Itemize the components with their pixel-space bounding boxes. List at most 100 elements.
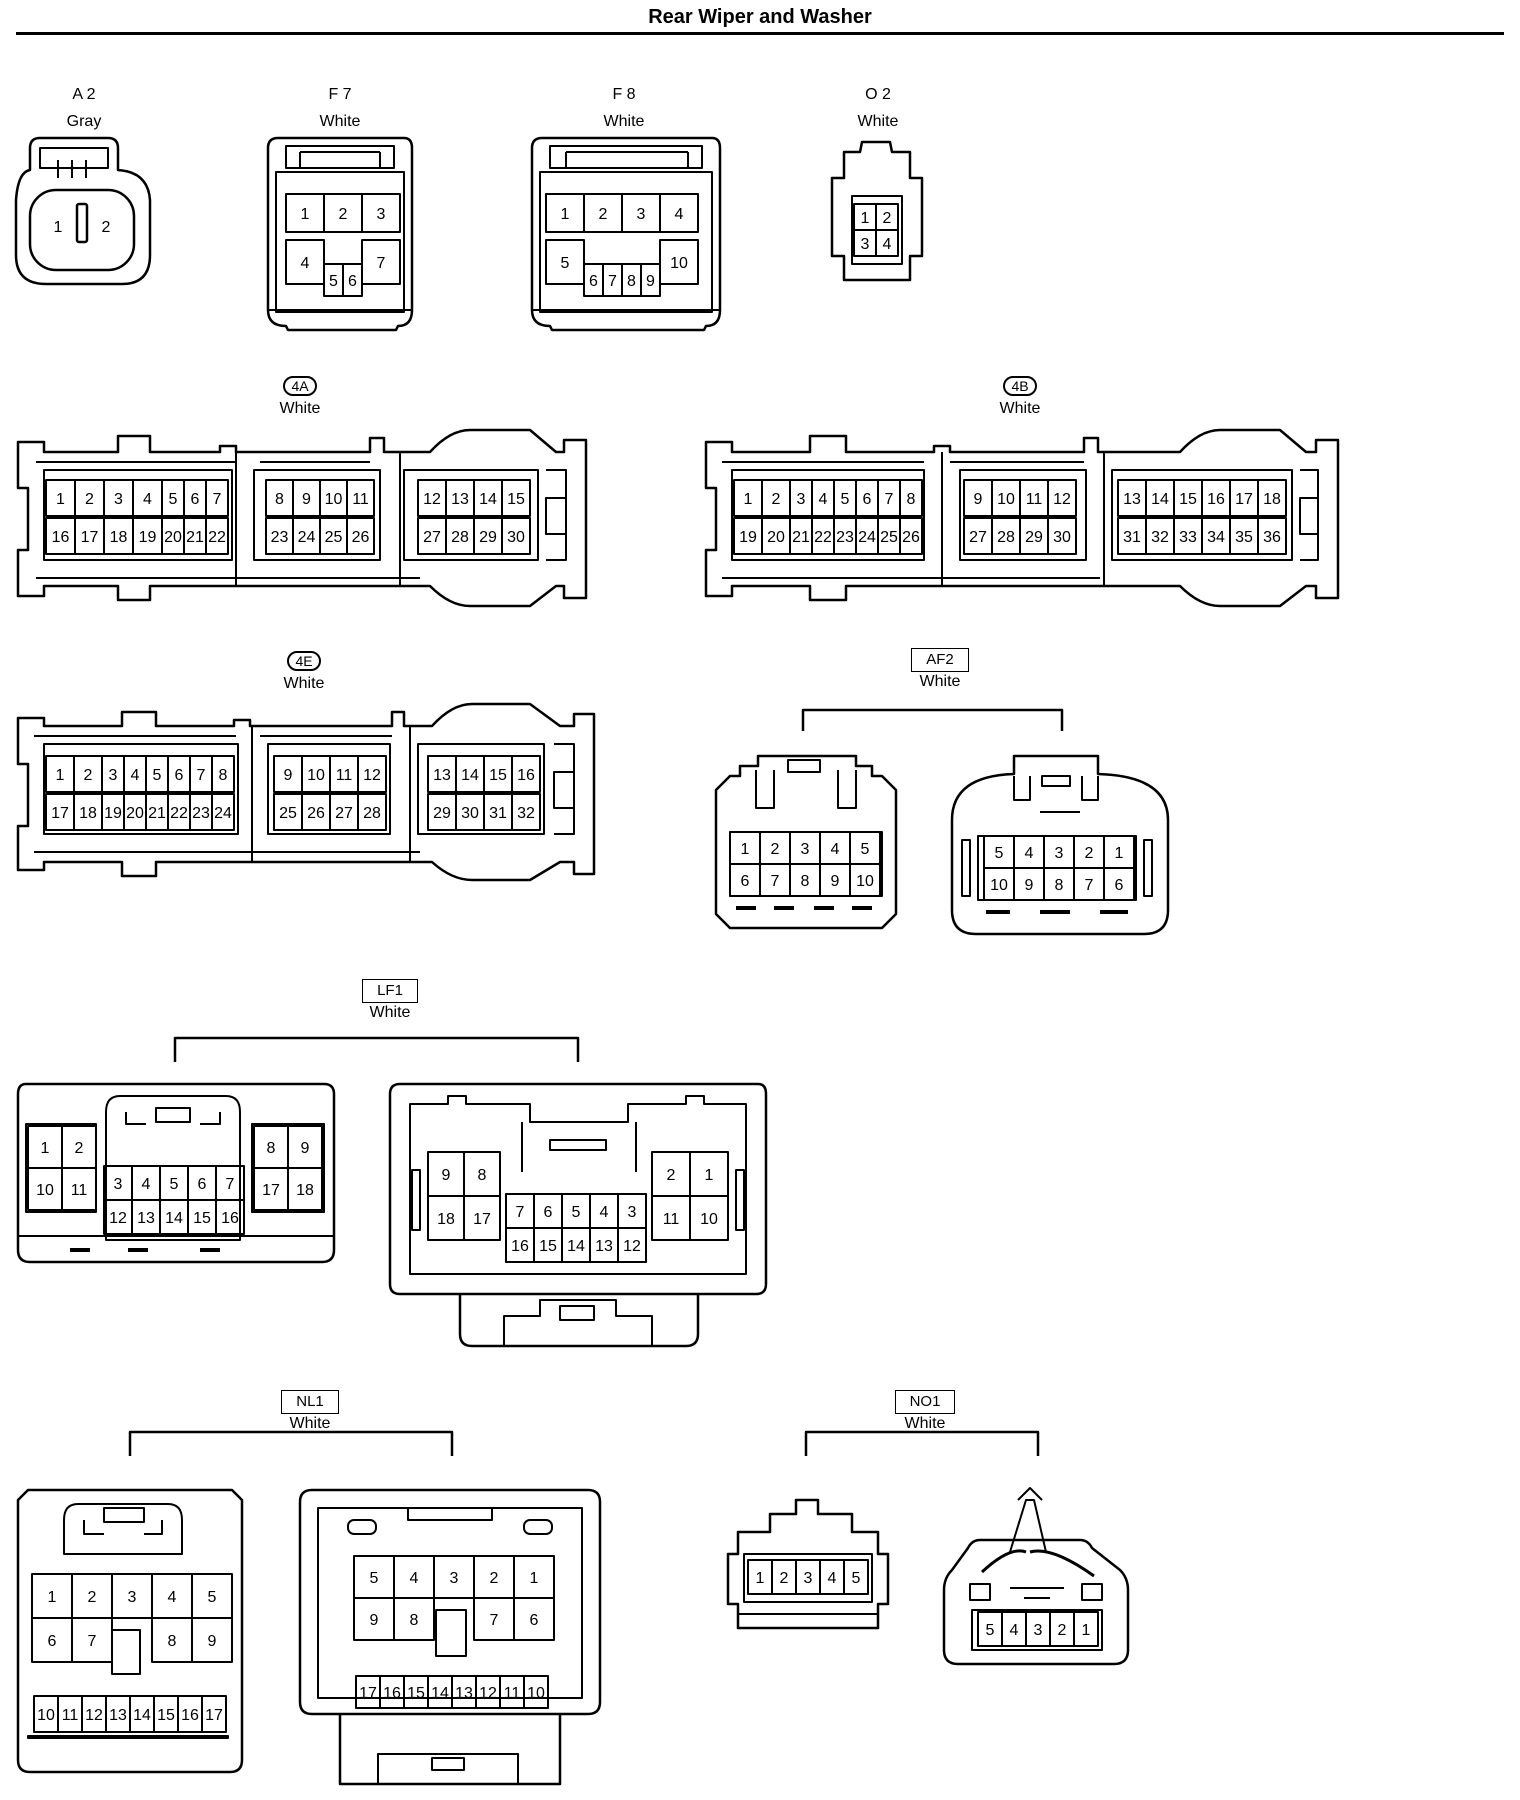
pin-number: 2 <box>772 491 781 508</box>
pin-4a: 30 <box>501 517 531 555</box>
pin-number: 29 <box>1025 529 1043 546</box>
pin-cell <box>1103 867 1135 901</box>
pin-o2: 1 <box>853 203 877 231</box>
pin-f7: 2 <box>323 193 363 233</box>
pin-number: 16 <box>1207 491 1225 508</box>
pin-number: 2 <box>75 1140 84 1157</box>
pin-number: 8 <box>801 873 810 890</box>
connector-color: White <box>289 1415 331 1432</box>
pin-number: 29 <box>479 529 497 546</box>
pin-number: 7 <box>1085 877 1094 894</box>
pin-number: 14 <box>479 491 497 508</box>
pin-nl1-left: 10 <box>33 1695 59 1733</box>
pin-number: 11 <box>62 1707 79 1724</box>
page-title: Rear Wiper and Washer <box>648 6 872 28</box>
pin-nl1-right: 17 <box>355 1675 381 1709</box>
pin-number: 5 <box>153 767 162 784</box>
pin-number: 10 <box>37 1707 55 1724</box>
pin-number: 17 <box>81 529 99 546</box>
pin-af2-right: 8 <box>1043 867 1075 901</box>
pin-no1-right: 5 <box>977 1611 1003 1647</box>
pin-number: 2 <box>85 491 94 508</box>
pin-4b: 15 <box>1173 479 1203 517</box>
pin-af2-left: 7 <box>759 863 791 897</box>
connector-label-4a: 4A White <box>250 376 350 418</box>
pin-f7: 1 <box>285 193 325 233</box>
pin-number: 4 <box>819 491 828 508</box>
pin-number: 15 <box>1179 491 1197 508</box>
pin-no1-right: 2 <box>1049 1611 1075 1647</box>
pin-number: 26 <box>902 529 920 546</box>
pin-4a: 19 <box>132 517 163 555</box>
pin-4b: 12 <box>1047 479 1077 517</box>
pin-number: 4 <box>1025 845 1034 862</box>
pin-number: 16 <box>517 767 535 784</box>
pin-number: 11 <box>336 767 353 784</box>
pin-cell <box>346 479 375 517</box>
pin-number: 3 <box>377 206 386 223</box>
pin-4e: 14 <box>455 755 485 793</box>
pin-nl1-left: 3 <box>111 1573 153 1619</box>
pin-number: 32 <box>517 805 535 822</box>
pin-nl1-left: 7 <box>71 1617 113 1663</box>
pin-lf1-right: 6 <box>533 1193 563 1229</box>
connector-id: A 2 <box>72 86 96 103</box>
pin-number: 9 <box>370 1612 379 1629</box>
pin-number: 17 <box>205 1707 223 1724</box>
pin-af2-left: 4 <box>819 831 851 865</box>
pin-4b: 33 <box>1173 517 1203 555</box>
pin-nl1-right: 13 <box>451 1675 477 1709</box>
connector-id: NL1 <box>281 1390 339 1414</box>
connector-id: 4A <box>283 376 317 396</box>
pin-number: 8 <box>410 1612 419 1629</box>
pin-number: 17 <box>359 1685 377 1702</box>
pin-4b: 8 <box>899 479 923 517</box>
pin-number: 32 <box>1151 529 1169 546</box>
pin-number: 9 <box>284 767 293 784</box>
pin-4e: 8 <box>211 755 235 793</box>
connector-id: AF2 <box>911 648 969 672</box>
pin-4e: 31 <box>483 793 513 831</box>
pin-nl1-left: 17 <box>201 1695 227 1733</box>
pin-number: 3 <box>797 491 806 508</box>
pin-cell <box>285 239 325 285</box>
pin-number: 9 <box>974 491 983 508</box>
pin-number: 35 <box>1235 529 1253 546</box>
pin-4b: 30 <box>1047 517 1077 555</box>
pin-lf1-right: 11 <box>651 1195 691 1241</box>
pin-4a: 1 <box>45 479 76 517</box>
connector-o2-body <box>830 140 924 282</box>
pin-cell <box>1047 479 1077 517</box>
pin-lf1-right: 1 <box>689 1151 729 1197</box>
pin-number: 3 <box>861 236 870 253</box>
pin-cell <box>545 239 585 285</box>
pin-4a: 21 <box>183 517 207 555</box>
pin-cell <box>211 793 235 831</box>
connector-label-a2: A 2 Gray <box>40 86 128 131</box>
pin-number: 14 <box>461 767 479 784</box>
pin-lf1-right: 2 <box>651 1151 691 1197</box>
pin-cell <box>435 1609 467 1657</box>
pin-number: 4 <box>1010 1622 1019 1639</box>
connector-lf1-bracket <box>173 1036 580 1062</box>
pin-4b: 36 <box>1257 517 1287 555</box>
pin-nl1-right: 3 <box>433 1555 475 1599</box>
pin-4b: 19 <box>733 517 763 555</box>
connector-label-af2: AF2 White <box>890 648 990 691</box>
pin-nl1-right: 14 <box>427 1675 453 1709</box>
pin-number: 8 <box>627 273 636 290</box>
pin-4b: 18 <box>1257 479 1287 517</box>
pin-number: 23 <box>192 805 210 822</box>
pin-number: 2 <box>1058 1622 1067 1639</box>
pin-4e: 2 <box>73 755 103 793</box>
pin-4a: 3 <box>103 479 134 517</box>
pin-number: 5 <box>370 1570 379 1587</box>
pin-lf1-left: 2 <box>61 1125 97 1169</box>
pin-number: 10 <box>307 767 325 784</box>
title-rule <box>16 32 1504 35</box>
pin-4b: 11 <box>1019 479 1049 517</box>
connector-color: White <box>283 675 325 692</box>
pin-number: 19 <box>139 529 157 546</box>
pin-number: 1 <box>756 1570 765 1587</box>
